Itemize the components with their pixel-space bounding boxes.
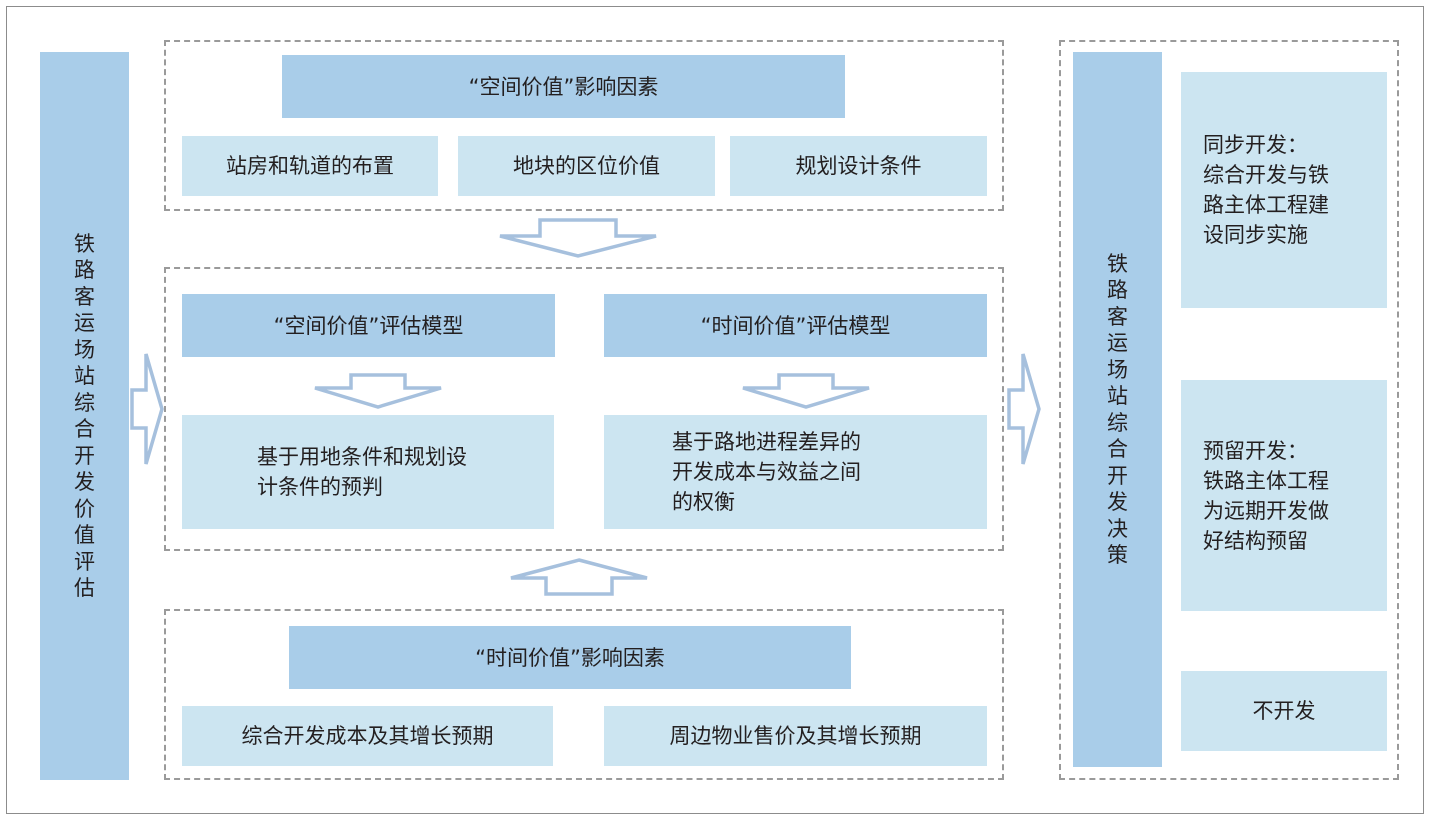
- vertical-char: 综: [74, 390, 95, 415]
- spatial-factors-group: [164, 40, 1004, 211]
- vertical-char: 价: [74, 496, 95, 521]
- left-sidebar: 铁路客运场站综合开发价值评估: [40, 52, 129, 780]
- temporal-factors-header: “时间价值”影响因素: [289, 626, 851, 689]
- decision-option-text: 不开发: [1253, 696, 1316, 726]
- text-line: 设同步实施: [1203, 223, 1308, 247]
- vertical-char: 路: [1107, 278, 1128, 302]
- spatial-model-text: 基于用地条件和规划设计条件的预判: [257, 442, 467, 502]
- vertical-char: 客: [1107, 304, 1128, 329]
- decision-option-none: 不开发: [1181, 671, 1387, 751]
- text-line: 基于路地进程差异的: [672, 430, 861, 454]
- vertical-char: 客: [74, 284, 95, 309]
- spatial-model-header: “空间价值”评估模型: [182, 294, 555, 357]
- vertical-char: 开: [74, 443, 95, 468]
- vertical-char: 值: [74, 523, 95, 547]
- vertical-char: 站: [1107, 384, 1128, 408]
- vertical-char: 场: [1107, 357, 1128, 382]
- vertical-char: 合: [74, 417, 95, 441]
- temporal-model-body: 基于路地进程差异的开发成本与效益之间的权衡: [604, 415, 987, 529]
- up-arrow-icon: [510, 558, 648, 596]
- text-line: 综合开发与铁: [1203, 163, 1329, 187]
- decision-sidebar: 铁路客运场站综合开发决策: [1073, 52, 1162, 767]
- text-line: 计条件的预判: [257, 475, 383, 499]
- down-arrow-icon: [742, 373, 870, 409]
- temporal-factor-item: 周边物业售价及其增长预期: [604, 706, 987, 766]
- decision-option-text: 预留开发： 铁路主体工程为远期开发做好结构预留: [1203, 436, 1329, 556]
- right-arrow-icon: [130, 353, 164, 465]
- vertical-char: 场: [74, 337, 95, 362]
- vertical-char: 决: [1107, 516, 1128, 541]
- down-arrow-icon: [499, 218, 657, 258]
- text-line: 好结构预留: [1203, 528, 1308, 553]
- temporal-factor-item: 综合开发成本及其增长预期: [182, 706, 553, 766]
- vertical-char: 估: [74, 576, 95, 600]
- spatial-factor-item: 规划设计条件: [730, 136, 987, 196]
- left-sidebar-label: 铁路客运场站综合开发价值评估: [74, 231, 95, 602]
- spatial-factors-header: “空间价值”影响因素: [282, 55, 845, 118]
- vertical-char: 运: [1107, 331, 1128, 355]
- vertical-char: 策: [1107, 543, 1128, 567]
- text-line: 同步开发：: [1203, 133, 1308, 157]
- vertical-char: 运: [74, 311, 95, 335]
- decision-group: [1059, 40, 1399, 780]
- vertical-char: 合: [1107, 437, 1128, 461]
- vertical-char: 发: [1107, 490, 1128, 514]
- text-line: 预留开发：: [1203, 438, 1308, 463]
- vertical-char: 评: [74, 549, 95, 574]
- temporal-model-header: “时间价值”评估模型: [604, 294, 987, 357]
- vertical-char: 开: [1107, 463, 1128, 488]
- decision-option-reserved: 预留开发： 铁路主体工程为远期开发做好结构预留: [1181, 380, 1387, 611]
- down-arrow-icon: [314, 373, 442, 409]
- vertical-char: 发: [74, 470, 95, 494]
- decision-option-text: 同步开发： 综合开发与铁路主体工程建设同步实施: [1203, 130, 1329, 250]
- temporal-model-text: 基于路地进程差异的开发成本与效益之间的权衡: [672, 427, 861, 517]
- vertical-char: 综: [1107, 410, 1128, 435]
- text-line: 铁路主体工程: [1203, 468, 1329, 493]
- vertical-char: 路: [74, 258, 95, 282]
- diagram-frame: [6, 6, 1424, 814]
- spatial-model-body: 基于用地条件和规划设计条件的预判: [182, 415, 554, 529]
- decision-option-sync: 同步开发： 综合开发与铁路主体工程建设同步实施: [1181, 72, 1387, 308]
- vertical-char: 铁: [1107, 251, 1128, 276]
- vertical-char: 站: [74, 364, 95, 388]
- decision-sidebar-label: 铁路客运场站综合开发决策: [1107, 251, 1128, 569]
- spatial-factor-item: 地块的区位价值: [458, 136, 715, 196]
- evaluation-models-group: [164, 267, 1004, 551]
- spatial-factor-item: 站房和轨道的布置: [182, 136, 438, 196]
- vertical-char: 铁: [74, 231, 95, 256]
- text-line: 不开发: [1252, 699, 1316, 723]
- text-line: 基于用地条件和规划设: [257, 445, 467, 469]
- text-line: 开发成本与效益之间: [672, 460, 861, 484]
- text-line: 为远期开发做: [1203, 498, 1329, 523]
- right-arrow-icon: [1007, 353, 1041, 465]
- text-line: 路主体工程建: [1203, 193, 1329, 217]
- text-line: 的权衡: [672, 490, 735, 514]
- temporal-factors-group: [164, 609, 1004, 780]
